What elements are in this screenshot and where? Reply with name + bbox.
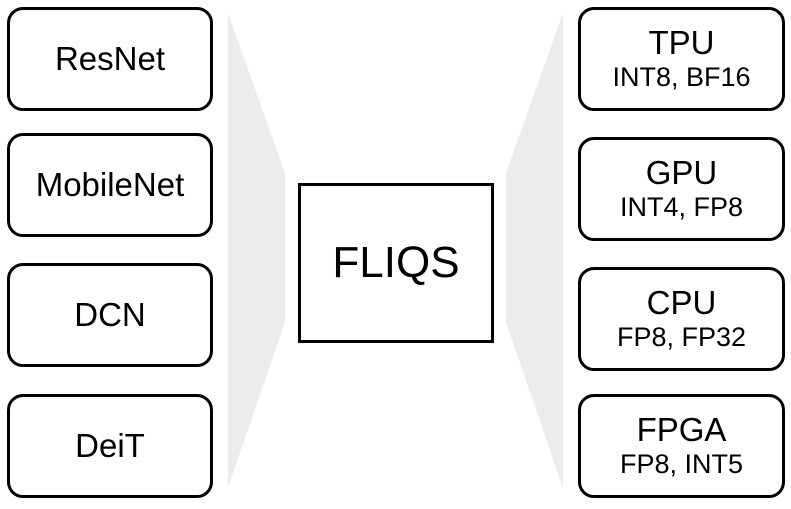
hardware-formats-gpu: INT4, FP8	[619, 192, 744, 223]
model-box-deit: DeiT	[7, 394, 213, 498]
hardware-name-gpu: GPU	[645, 154, 718, 192]
hardware-box-gpu: GPU INT4, FP8	[578, 137, 785, 241]
hardware-box-tpu: TPU INT8, BF16	[578, 7, 785, 111]
hardware-box-cpu: CPU FP8, FP32	[578, 267, 785, 371]
left-funnel-shape	[228, 13, 285, 488]
model-label-deit: DeiT	[75, 426, 145, 464]
right-funnel-shape	[506, 13, 563, 488]
hardware-name-cpu: CPU	[646, 284, 717, 322]
model-label-mobilenet: MobileNet	[35, 165, 185, 203]
hardware-name-fpga: FPGA	[636, 411, 727, 449]
model-label-resnet: ResNet	[54, 39, 166, 77]
fliqs-label: FLIQS	[332, 238, 460, 287]
model-box-dcn: DCN	[7, 263, 213, 367]
model-box-mobilenet: MobileNet	[7, 133, 213, 237]
model-label-dcn: DCN	[74, 295, 146, 333]
fliqs-box: FLIQS	[298, 183, 494, 343]
hardware-name-tpu: TPU	[648, 24, 715, 62]
model-box-resnet: ResNet	[7, 7, 213, 111]
hardware-formats-tpu: INT8, BF16	[612, 62, 751, 93]
hardware-formats-fpga: FP8, INT5	[619, 449, 744, 480]
hardware-formats-cpu: FP8, FP32	[616, 322, 747, 353]
hardware-box-fpga: FPGA FP8, INT5	[578, 394, 785, 498]
